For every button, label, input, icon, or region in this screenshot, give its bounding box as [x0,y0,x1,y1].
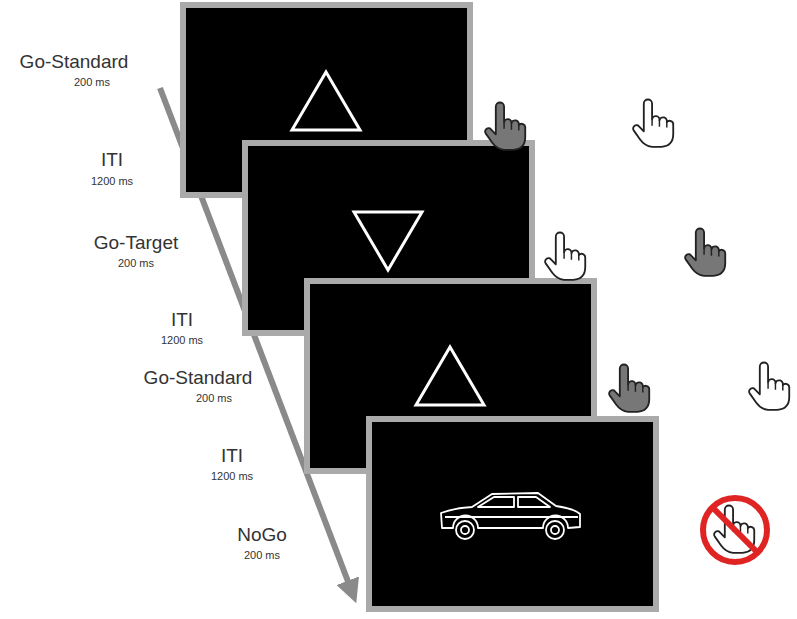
no-go-symbol [703,498,767,562]
stage-label: ITI [171,309,193,331]
stage-label: NoGo [237,524,287,546]
screen [369,419,656,609]
duration-label: 1200 ms [211,470,253,482]
idle-hand [545,233,585,280]
pressed-hand [685,229,725,276]
stage-label: Go-Standard [20,51,129,73]
triangle-up [416,347,484,405]
duration-label: 200 ms [74,76,110,88]
duration-label: 1200 ms [161,334,203,346]
pressed-hand [485,103,525,150]
stage-label: ITI [101,149,123,171]
duration-label: 200 ms [196,392,232,404]
pressed-hand [609,365,649,412]
stage-label: Go-Target [94,232,178,254]
duration-label: 1200 ms [91,175,133,187]
response-hands [485,100,789,412]
triangle-up [292,72,360,130]
idle-hand [749,363,789,410]
stage-label: Go-Standard [144,367,253,389]
stage-label: ITI [221,445,243,467]
triangle-down [354,212,422,270]
duration-label: 200 ms [118,257,154,269]
duration-label: 200 ms [244,549,280,561]
car-picture [441,493,580,539]
idle-hand [633,100,673,147]
